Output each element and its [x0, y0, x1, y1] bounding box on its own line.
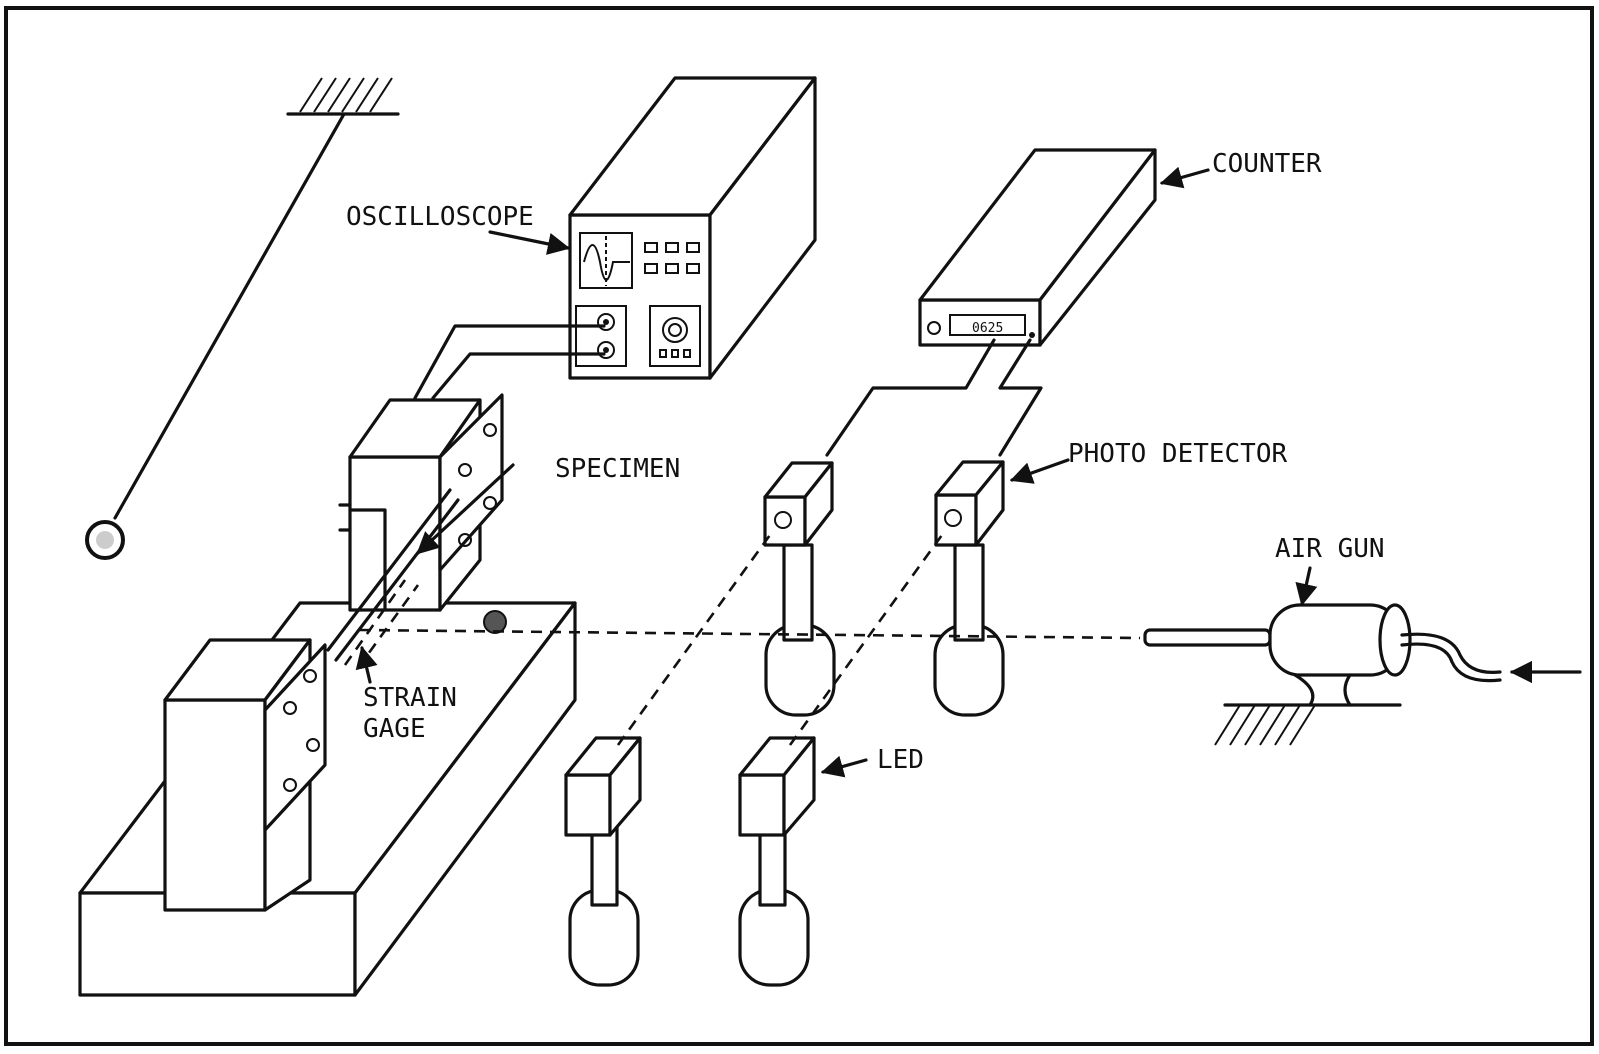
counter-cable-2 [998, 338, 1043, 457]
test-base [78, 601, 577, 997]
photo-detector-2 [933, 460, 1005, 717]
led-label: LED [877, 745, 924, 775]
projectile-path [359, 628, 1141, 640]
impact-ball [483, 610, 507, 634]
counter-display [949, 314, 1026, 336]
oscilloscope-cable-2 [431, 352, 606, 400]
led-leader [820, 755, 868, 778]
counter-cable-1 [825, 338, 996, 457]
light-path-1 [616, 534, 772, 746]
oscilloscope [568, 76, 817, 380]
specimen-label: SPECIMEN [555, 454, 680, 484]
light-path-2 [788, 534, 944, 746]
counter-display-value: 0625 [972, 321, 1003, 336]
air-gun-support-hatch [1214, 704, 1316, 746]
led-1 [564, 736, 642, 987]
oscilloscope-buttons [644, 242, 700, 274]
counter [918, 148, 1157, 347]
pendulum [85, 77, 400, 560]
oscilloscope-cable-1 [413, 324, 606, 400]
specimen-leader [416, 463, 515, 555]
strain-gage-dashes [343, 579, 420, 669]
strain-gage-leader [355, 645, 378, 684]
specimen-bar [326, 488, 460, 669]
led-2 [738, 736, 816, 987]
photo-detector-label: PHOTO DETECTOR [1068, 439, 1287, 469]
oscilloscope-leader [488, 230, 571, 255]
air-gun [1143, 603, 1502, 746]
pendulum-support-hatch [299, 77, 393, 113]
photo-detector-leader [1009, 458, 1070, 484]
air-gun-leader [1295, 566, 1318, 607]
oscilloscope-label: OSCILLOSCOPE [346, 202, 534, 232]
diagram-border [4, 6, 1594, 1046]
lower-fixture [163, 638, 327, 912]
strain-gage-label-line1: STRAIN [363, 683, 457, 713]
counter-label: COUNTER [1212, 149, 1322, 179]
air-gun-label: AIR GUN [1275, 534, 1385, 564]
upper-fixture [338, 393, 504, 612]
oscilloscope-screen [579, 232, 633, 289]
strain-gage-label-line2: GAGE [363, 714, 426, 744]
photo-detector-1 [763, 461, 836, 717]
counter-leader [1159, 166, 1210, 189]
